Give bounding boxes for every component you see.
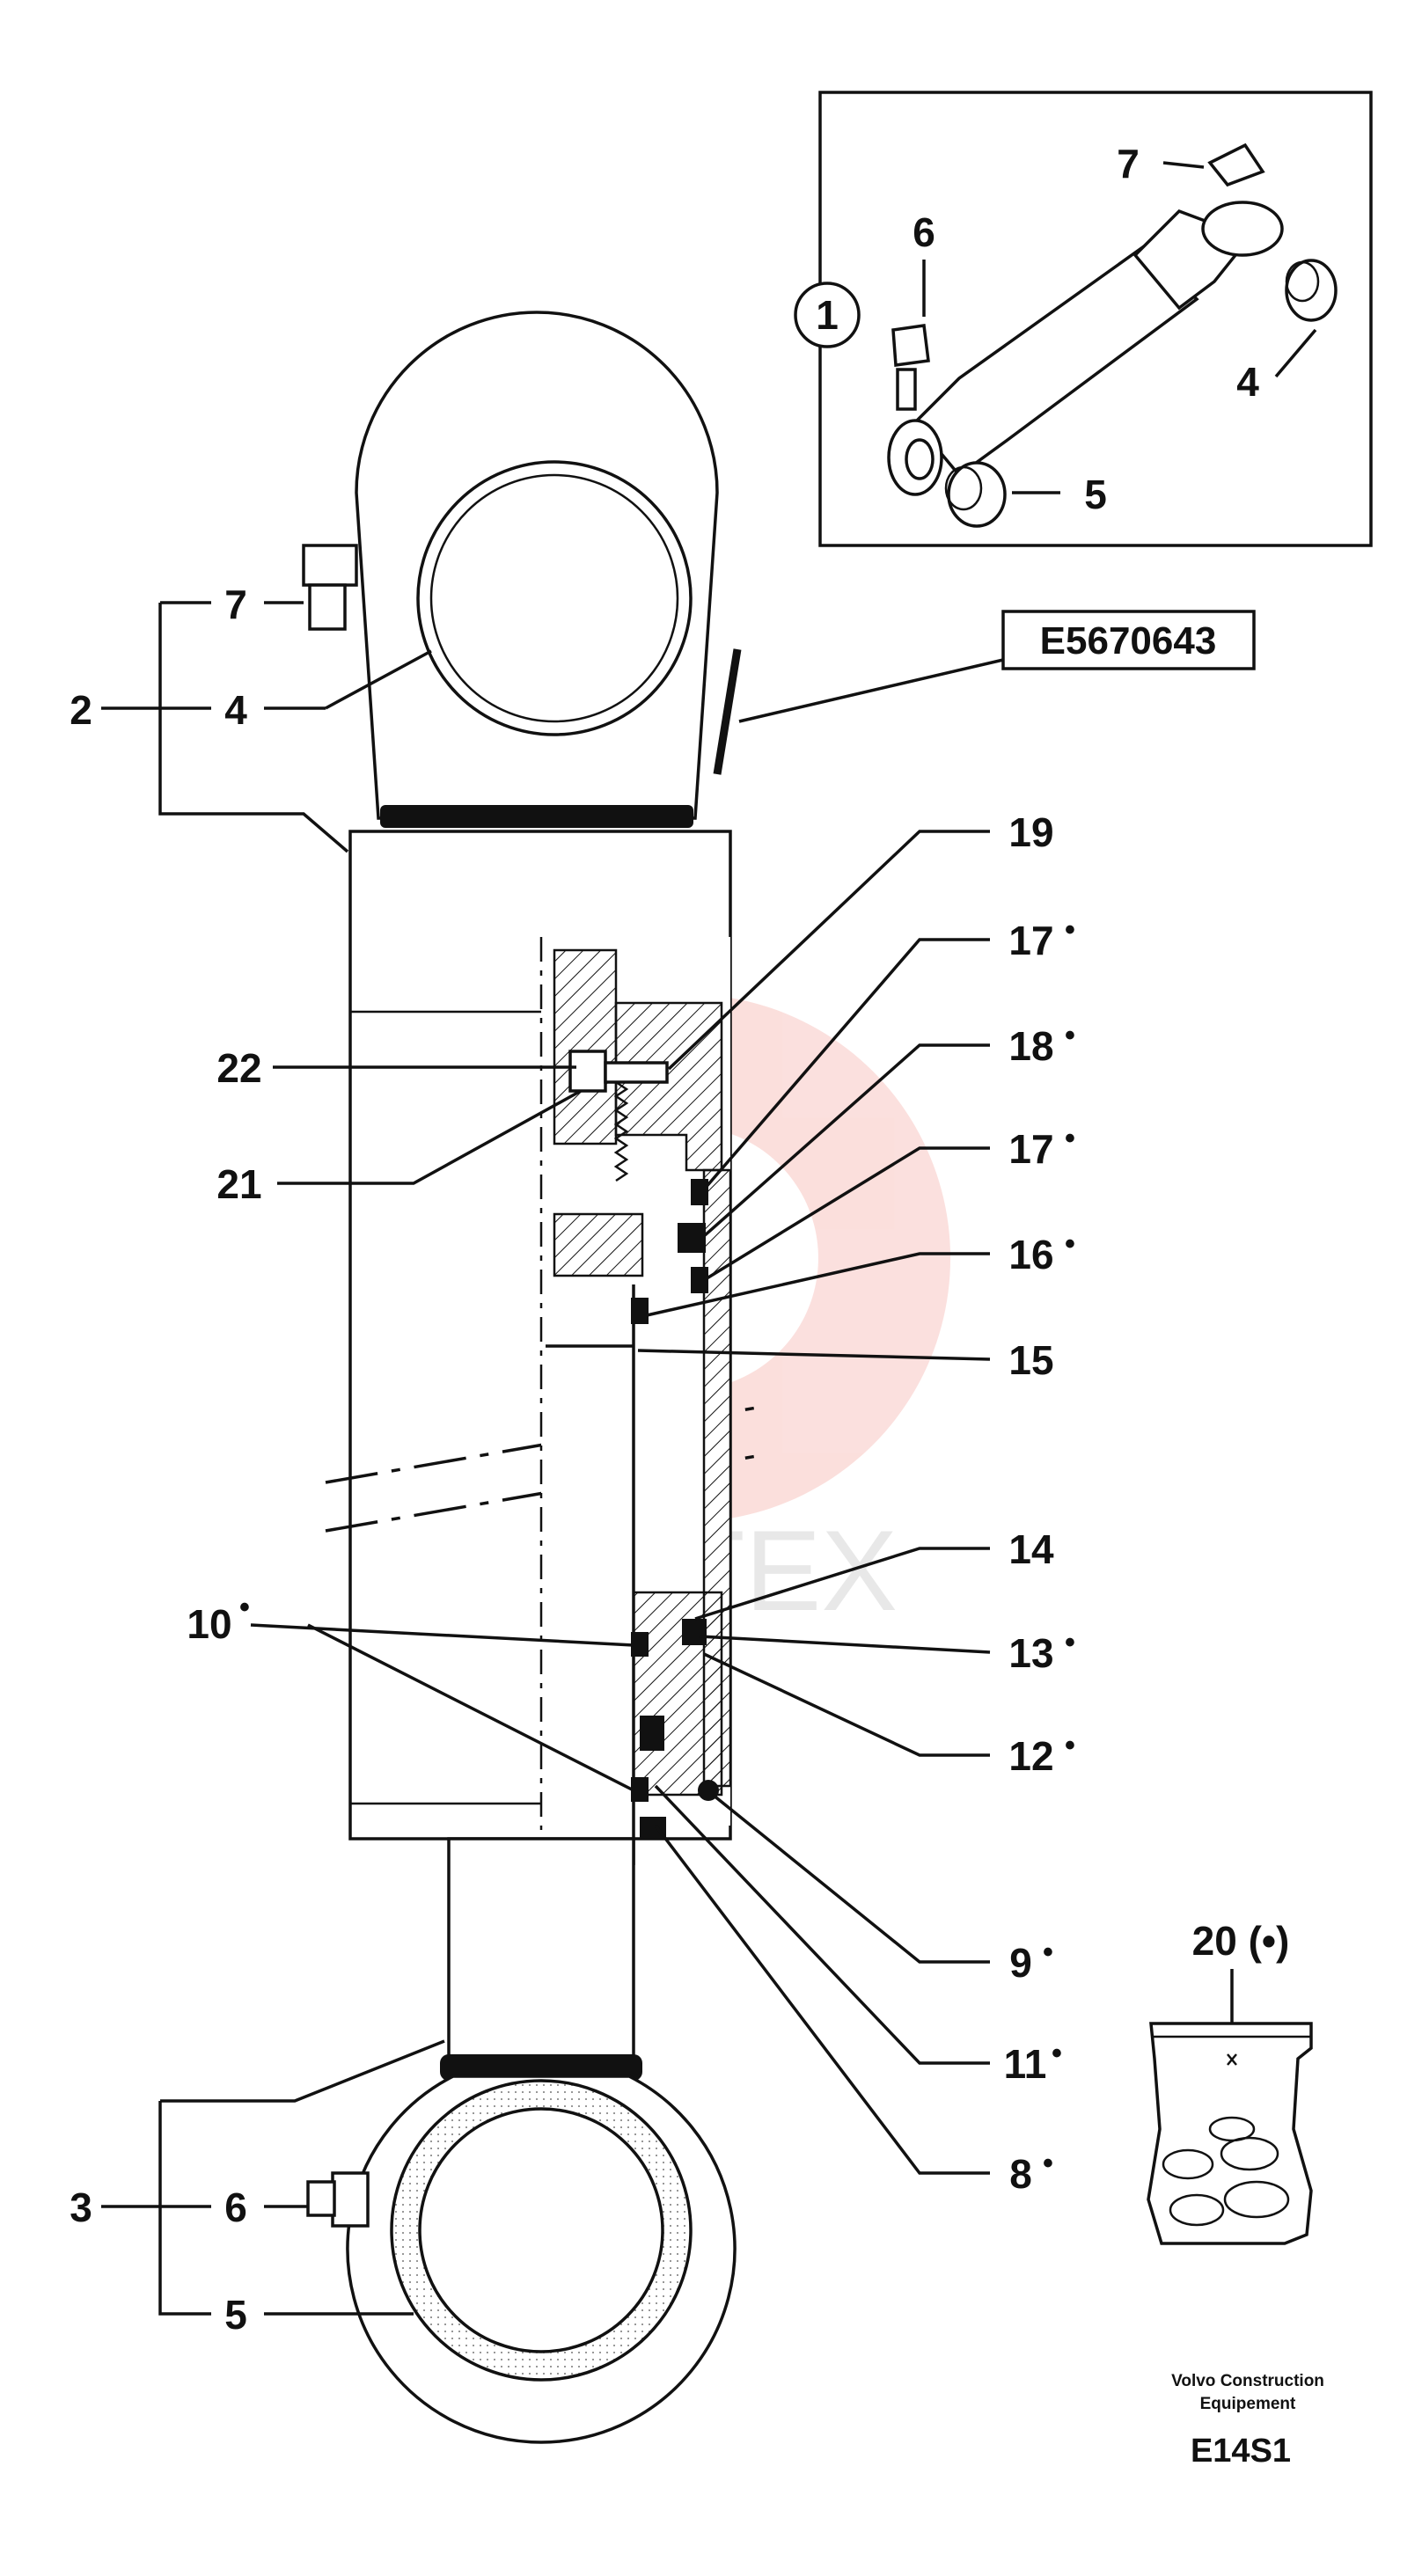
publisher-line2: Equipement (1200, 2395, 1296, 2413)
callout-17b-marker: • (1065, 1122, 1075, 1155)
inset-assembly: 1 7 6 4 5 (794, 91, 1373, 547)
inset-callout-4: 4 (1236, 359, 1259, 405)
callout-15: 15 (1008, 1337, 1053, 1383)
grease-nipple-top (302, 544, 358, 587)
gland-bolt (568, 1050, 607, 1093)
callout-5: 5 (224, 2292, 247, 2338)
callout-13: 13 (1008, 1630, 1053, 1676)
callout-19: 19 (1008, 809, 1053, 855)
callout-12-marker: • (1065, 1729, 1075, 1762)
publisher-line1: Volvo Construction (1171, 2372, 1324, 2390)
inset-grease-nipple-6 (891, 324, 930, 367)
callout-6: 6 (224, 2184, 247, 2230)
callout-21: 21 (216, 1161, 261, 1207)
callout-17a: 17 (1008, 918, 1053, 963)
inset-grease-nipple-7 (1207, 143, 1265, 187)
callout-9-marker: • (1043, 1936, 1053, 1969)
inset-label-circle (794, 282, 861, 348)
right-callouts: 19 17 • 18 • 17 • 16 • 15 14 13 • 12 • 9… (637, 809, 1075, 2197)
inset-label: 1 (816, 292, 839, 338)
callout-18: 18 (1008, 1023, 1053, 1069)
callout-10-marker: • (239, 1591, 250, 1624)
inset-callout-5: 5 (1084, 472, 1107, 517)
callout-13-marker: • (1065, 1626, 1075, 1659)
inset-bushing-4 (1285, 259, 1338, 322)
part-number-plate (713, 648, 742, 775)
left-callouts: 7 2 4 22 21 10 • 3 6 5 (70, 582, 634, 2338)
callout-12: 12 (1008, 1733, 1053, 1779)
callout-3: 3 (70, 2184, 92, 2230)
inset-callout-7: 7 (1117, 141, 1140, 187)
piston-hatched (632, 1591, 723, 1797)
footer: Volvo Construction Equipement E14S1 (1171, 2372, 1324, 2470)
callout-10: 10 (187, 1601, 231, 1647)
rod-collar (440, 2054, 642, 2081)
part-number-box: E5670643 (738, 610, 1256, 723)
callout-4: 4 (224, 687, 247, 733)
piston-rod (447, 1837, 635, 2060)
cylinder-head-collar (380, 805, 693, 828)
callout-8: 8 (1009, 2151, 1032, 2197)
inset-bushing-5 (947, 461, 1007, 528)
inset-callout-6: 6 (913, 209, 935, 255)
callout-2: 2 (70, 687, 92, 733)
callout-7: 7 (224, 582, 247, 627)
callout-9: 9 (1009, 1940, 1032, 1986)
part-number: E5670643 (1040, 619, 1217, 662)
top-eye-bore-inner (429, 473, 679, 723)
callout-11: 11 (1004, 2041, 1047, 2087)
callout-14: 14 (1008, 1526, 1054, 1572)
callout-16-marker: • (1065, 1227, 1075, 1261)
page-code: E14S1 (1191, 2433, 1291, 2470)
callout-18-marker: • (1065, 1019, 1075, 1052)
callout-16: 16 (1008, 1232, 1053, 1277)
callout-8-marker: • (1043, 2147, 1053, 2180)
top-eye-bore-outer (416, 460, 693, 736)
callout-11-marker: • (1052, 2037, 1062, 2070)
callout-17b: 17 (1008, 1126, 1053, 1172)
callout-17a-marker: • (1065, 913, 1075, 947)
callout-22: 22 (216, 1045, 261, 1091)
seal-kit-bag: 20 (•) (1147, 1918, 1313, 2245)
kit-label: 20 (•) (1192, 1918, 1290, 1964)
kit-bag-outline (1147, 2022, 1313, 2245)
grease-nipple-bottom (331, 2171, 370, 2228)
main-cylinder (302, 311, 758, 2444)
